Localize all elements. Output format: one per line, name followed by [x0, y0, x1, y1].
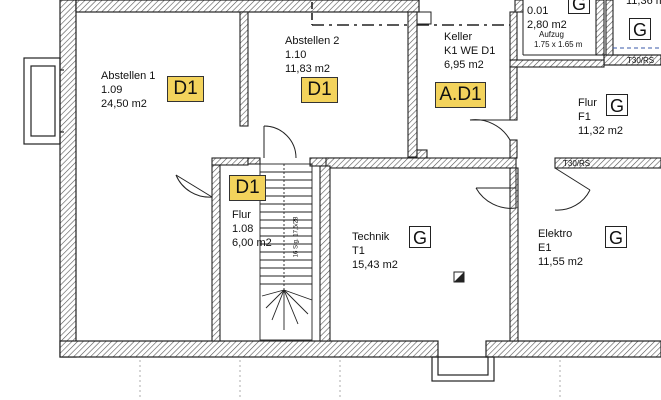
elevator-size: 1.75 x 1.65 m	[534, 40, 583, 49]
room-number: T1	[352, 245, 365, 257]
grid-lines	[139, 360, 561, 400]
room-badge-partial: G	[629, 18, 651, 40]
technik-equipment-icon	[453, 271, 465, 283]
door-swings	[175, 11, 591, 211]
room-name: Flur	[232, 209, 251, 221]
room-number: E1	[538, 242, 552, 254]
room-number: 1.08	[232, 223, 254, 235]
light-well	[431, 356, 495, 382]
room-number: F1	[578, 111, 591, 123]
room-badge-elektro: G	[605, 226, 627, 248]
room-area: 15,43 m2	[352, 259, 398, 271]
room-area: 11,36 m	[626, 0, 661, 7]
room-area: 11,55 m2	[538, 256, 584, 268]
room-badge-abstellen2: D1	[301, 77, 338, 103]
room-badge-flurF1: G	[606, 94, 628, 116]
elevator-label: Aufzug	[539, 30, 564, 40]
room-label-technik: Technik T1 15,43 m2	[352, 230, 398, 272]
room-badge-technik: G	[409, 226, 431, 248]
room-label-elektro: Elektro E1 11,55 m2	[538, 227, 583, 269]
room-label-keller: Keller K1 WE D1 6,95 m2	[444, 30, 495, 72]
room-name: Abstellen 2	[285, 35, 340, 47]
room-label-flurF1: Flur F1 11,32 m2	[578, 96, 623, 138]
room-badge-abstellen1: D1	[167, 76, 204, 102]
room-label-abstellen2: Abstellen 2 1.10 11,83 m2	[285, 34, 339, 76]
interior-walls	[211, 0, 661, 342]
door-rating-top: T30/RS	[627, 56, 655, 65]
room-number: 1.10	[285, 49, 307, 61]
room-area: 11,83 m2	[285, 63, 331, 75]
room-label-001: 0.01 2,80 m2	[527, 4, 567, 32]
room-label-partial: 11,36 m	[626, 0, 661, 8]
room-badge-keller: A.D1	[435, 82, 486, 108]
bay-window	[23, 57, 64, 145]
room-name: Elektro	[538, 228, 573, 240]
room-name: Technik	[352, 231, 390, 243]
elevator-name: Aufzug	[539, 30, 564, 39]
room-area: 24,50 m2	[101, 98, 147, 110]
stair-note: 16 Stg. 17,5/28	[293, 216, 300, 258]
room-label-abstellen1: Abstellen 1 1.09 24,50 m2	[101, 69, 155, 111]
room-name: Abstellen 1	[101, 70, 156, 82]
staircase	[259, 163, 313, 341]
room-badge-flur108: D1	[229, 175, 266, 201]
room-number: 0.01	[527, 5, 549, 17]
room-name: Keller	[444, 31, 473, 43]
door-rating-middle: T30/RS	[563, 159, 591, 168]
room-area: 11,32 m2	[578, 125, 624, 137]
room-name: Flur	[578, 97, 597, 109]
room-badge-001: G	[568, 0, 590, 14]
room-area: 6,95 m2	[444, 59, 484, 71]
room-area: 6,00 m2	[232, 237, 272, 249]
room-area: 2,80 m2	[527, 19, 567, 31]
dashed-ceiling-line	[311, 2, 510, 26]
room-number: 1.09	[101, 84, 123, 96]
room-label-flur108: Flur 1.08 6,00 m2	[232, 208, 272, 250]
room-number: K1 WE D1	[444, 45, 496, 57]
